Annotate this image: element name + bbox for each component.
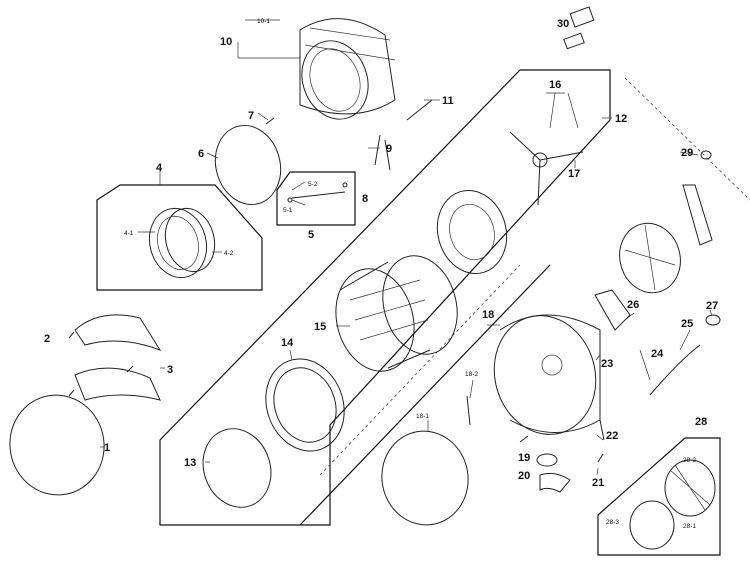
label-18-2: 18-2 xyxy=(465,371,478,378)
front-tub-assembly xyxy=(299,18,433,171)
label-12: 12 xyxy=(615,113,627,125)
label-5: 5 xyxy=(308,229,314,241)
label-9: 9 xyxy=(386,143,392,155)
label-24: 24 xyxy=(651,348,664,360)
bracket-upper-right xyxy=(682,184,713,246)
label-17: 17 xyxy=(568,168,580,180)
group-frame-main-drum xyxy=(159,69,611,526)
leader-tub-box xyxy=(624,77,750,201)
label-11: 11 xyxy=(442,95,454,107)
gasket-13 xyxy=(202,428,272,508)
pump-28 xyxy=(629,459,716,550)
clips-30 xyxy=(563,6,595,50)
label-29: 29 xyxy=(681,147,693,159)
leader-lines xyxy=(100,19,713,476)
label-5-2: 5-2 xyxy=(308,181,318,188)
group-frame-part-4 xyxy=(96,184,263,291)
spider-flange-16 xyxy=(509,131,584,206)
label-26: 26 xyxy=(627,299,639,311)
label-27: 27 xyxy=(706,300,718,312)
balance-weights-3 xyxy=(74,314,162,401)
label-10: 10 xyxy=(220,36,232,48)
label-28-1: 28-1 xyxy=(683,523,696,530)
label-28: 28 xyxy=(695,416,707,428)
rear-tub-18 xyxy=(493,314,601,435)
label-6: 6 xyxy=(198,148,204,160)
drum-15 xyxy=(335,255,458,372)
ring-18-1 xyxy=(381,430,469,526)
label-8: 8 xyxy=(362,193,368,205)
label-7: 7 xyxy=(248,110,254,122)
label-25: 25 xyxy=(681,318,693,330)
label-18: 18 xyxy=(482,309,494,321)
label-18-1: 18-1 xyxy=(416,413,429,420)
seal-19 xyxy=(536,453,558,467)
group-frame-drum-inner xyxy=(299,264,551,526)
glass-ring-1 xyxy=(9,394,105,496)
hose-25 xyxy=(649,344,701,396)
group-frame-part-28 xyxy=(597,437,721,556)
hinge-parts-5 xyxy=(287,182,348,203)
label-19: 19 xyxy=(518,452,530,464)
screws xyxy=(68,117,605,463)
label-23: 23 xyxy=(601,358,613,370)
label-28-3: 28-3 xyxy=(606,519,619,526)
label-20: 20 xyxy=(518,470,530,482)
label-22: 22 xyxy=(606,430,618,442)
label-15: 15 xyxy=(314,321,326,333)
label-14: 14 xyxy=(281,337,294,349)
label-3: 3 xyxy=(167,364,173,376)
label-21: 21 xyxy=(592,477,604,489)
pulley-cover xyxy=(619,222,681,294)
label-5-1: 5-1 xyxy=(283,207,293,214)
label-13: 13 xyxy=(184,457,196,469)
elbow-20 xyxy=(539,472,571,493)
label-1: 1 xyxy=(104,442,110,454)
label-30: 30 xyxy=(557,18,569,30)
group-frame-part-5 xyxy=(276,171,356,226)
glass-ring-6 xyxy=(214,124,282,206)
bracket-26 xyxy=(594,289,631,331)
gasket-14 xyxy=(265,358,345,452)
label-4-2: 4-2 xyxy=(224,250,234,257)
label-2: 2 xyxy=(44,333,50,345)
label-28-2: 28-2 xyxy=(683,457,696,464)
clamp-27 xyxy=(705,314,721,326)
door-frame-4 xyxy=(148,207,216,279)
label-10-1: 10-1 xyxy=(257,18,270,25)
clip-29 xyxy=(700,150,712,160)
drum-back-12 xyxy=(436,189,508,275)
label-16: 16 xyxy=(549,79,561,91)
label-4-1: 4-1 xyxy=(124,230,134,237)
part-labels: 10 10-1 7 6 11 9 8 4 4-1 4-2 5-2 5-1 5 2… xyxy=(44,18,718,530)
label-4: 4 xyxy=(156,162,163,174)
leader-door-area xyxy=(319,264,521,476)
